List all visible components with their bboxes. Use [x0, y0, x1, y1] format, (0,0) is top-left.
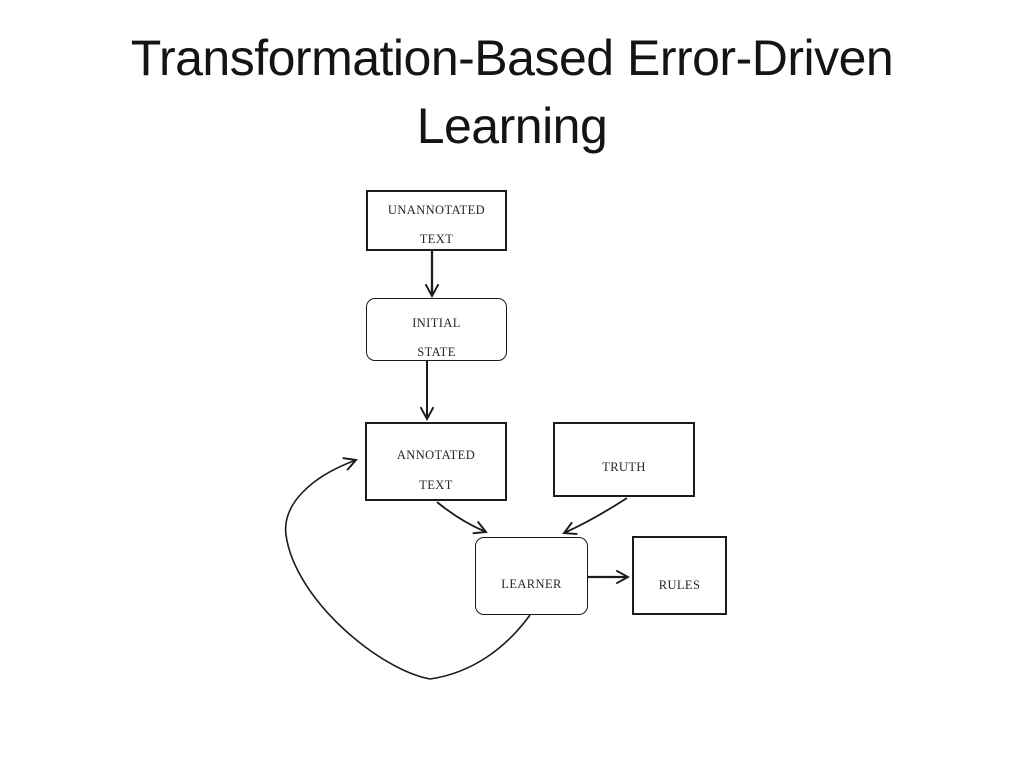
node-learner: LEARNER	[475, 537, 588, 615]
edge-truth-to-learner	[562, 497, 628, 536]
edge-annotated-to-learner	[436, 501, 488, 535]
node-unannotated-text: UNANNOTATED TEXT	[366, 190, 507, 251]
node-annotated-text: ANNOTATED TEXT	[365, 422, 507, 501]
slide-title-line1: Transformation-Based Error-Driven	[130, 30, 894, 86]
node-annotated-text-line1: ANNOTATED	[396, 447, 476, 462]
slide-title: Transformation-Based Error-Driven Learni…	[0, 24, 1024, 160]
node-initial-state: INITIAL STATE	[366, 298, 507, 361]
node-unannotated-text-line1: UNANNOTATED	[387, 202, 486, 217]
node-truth-label: TRUTH	[602, 460, 646, 474]
node-truth: TRUTH	[553, 422, 695, 497]
node-annotated-text-line2: TEXT	[419, 477, 453, 492]
node-unannotated-text-line2: TEXT	[419, 231, 454, 246]
edge-learner-to-annotated-loop	[284, 457, 531, 680]
slide-title-line2: Learning	[416, 98, 608, 154]
node-learner-label: LEARNER	[501, 577, 562, 591]
node-initial-state-line1: INITIAL	[412, 315, 461, 330]
node-rules: RULES	[632, 536, 727, 615]
node-rules-label: RULES	[658, 578, 701, 592]
node-initial-state-line2: STATE	[417, 344, 456, 359]
